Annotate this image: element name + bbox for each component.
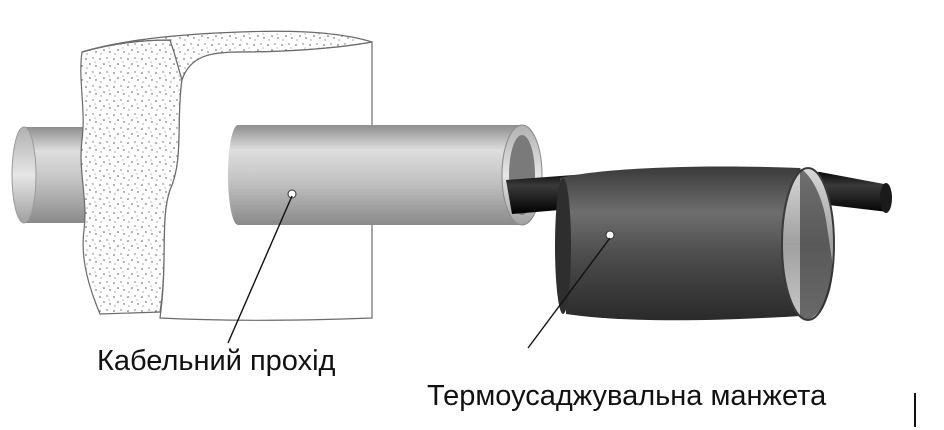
cable-passage-label: Кабельний прохід [97, 345, 336, 377]
leader-line-cable-passage [227, 195, 293, 344]
leader-line-sleeve [527, 237, 611, 349]
heat-shrink-sleeve [555, 166, 835, 321]
heat-shrink-sleeve-label: Термоусаджувальна манжета [427, 380, 827, 412]
cable-passage-pipe [228, 124, 543, 226]
text-cursor [914, 393, 916, 427]
